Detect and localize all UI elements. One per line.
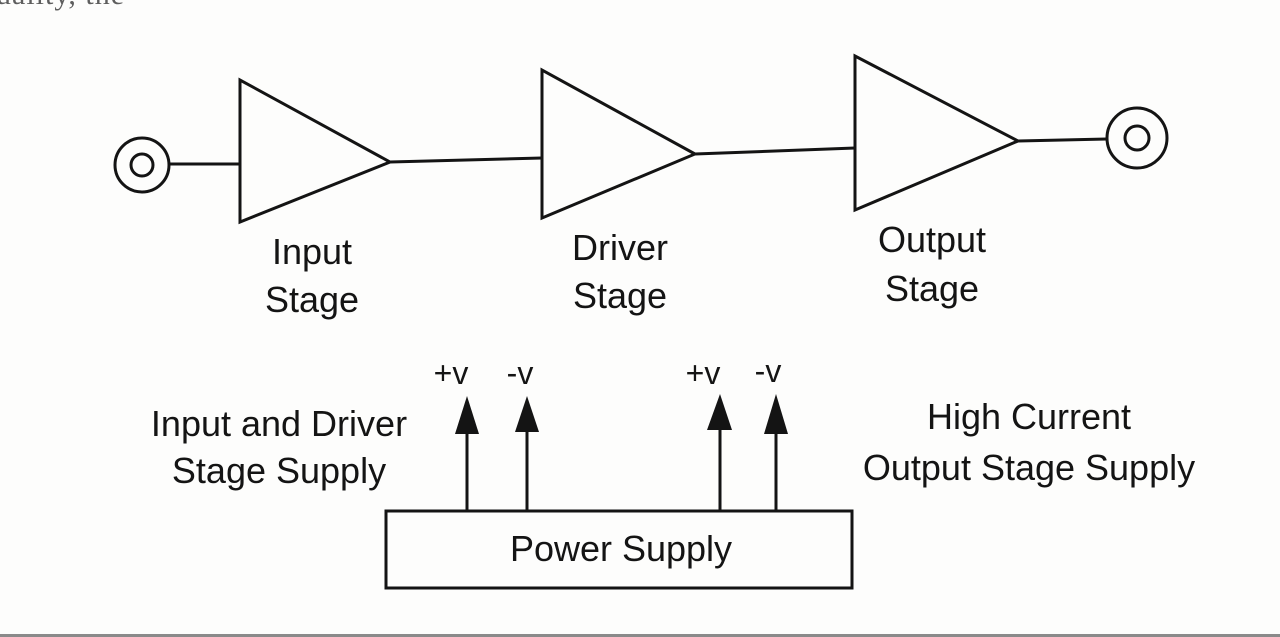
signal-wire-output (1017, 137, 1108, 143)
driver-stage-label-line1: Driver (572, 227, 668, 268)
rail-arrow-plus-v-1 (455, 396, 479, 510)
input-stage-label-line1: Input (272, 231, 352, 272)
input-jack-icon (113, 136, 171, 194)
input-stage-label-line2: Stage (265, 279, 359, 320)
signal-wire-input-driver (389, 156, 543, 164)
cropped-header-text: uality, the (0, 0, 125, 12)
output-jack-icon (1105, 106, 1169, 170)
right-supply-label-line1: High Current (927, 396, 1131, 437)
power-supply-label: Power Supply (510, 528, 732, 569)
rail-arrow-minus-v-2 (764, 394, 788, 510)
left-supply-label-line1: Input and Driver (151, 403, 407, 444)
right-supply-label-line2: Output Stage Supply (863, 447, 1195, 488)
power-supply-box (384, 509, 854, 590)
rail-label-minus-v-1: -v (507, 355, 534, 391)
rail-arrow-minus-v-1 (515, 396, 539, 510)
output-stage-label-line1: Output (878, 219, 986, 260)
rail-label-plus-v-2: +v (686, 355, 721, 391)
driver-stage-amplifier-icon (540, 67, 699, 221)
rail-label-plus-v-1: +v (434, 355, 469, 391)
bottom-divider (0, 634, 1280, 637)
driver-stage-label-line2: Stage (573, 275, 667, 316)
left-supply-label-line2: Stage Supply (172, 450, 386, 491)
output-stage-label-line2: Stage (885, 268, 979, 309)
output-stage-amplifier-icon (853, 53, 1022, 213)
rail-label-minus-v-2: -v (755, 353, 782, 389)
signal-wire-driver-output (694, 146, 856, 156)
input-stage-amplifier-icon (238, 77, 394, 225)
rail-arrow-plus-v-2 (707, 394, 732, 510)
